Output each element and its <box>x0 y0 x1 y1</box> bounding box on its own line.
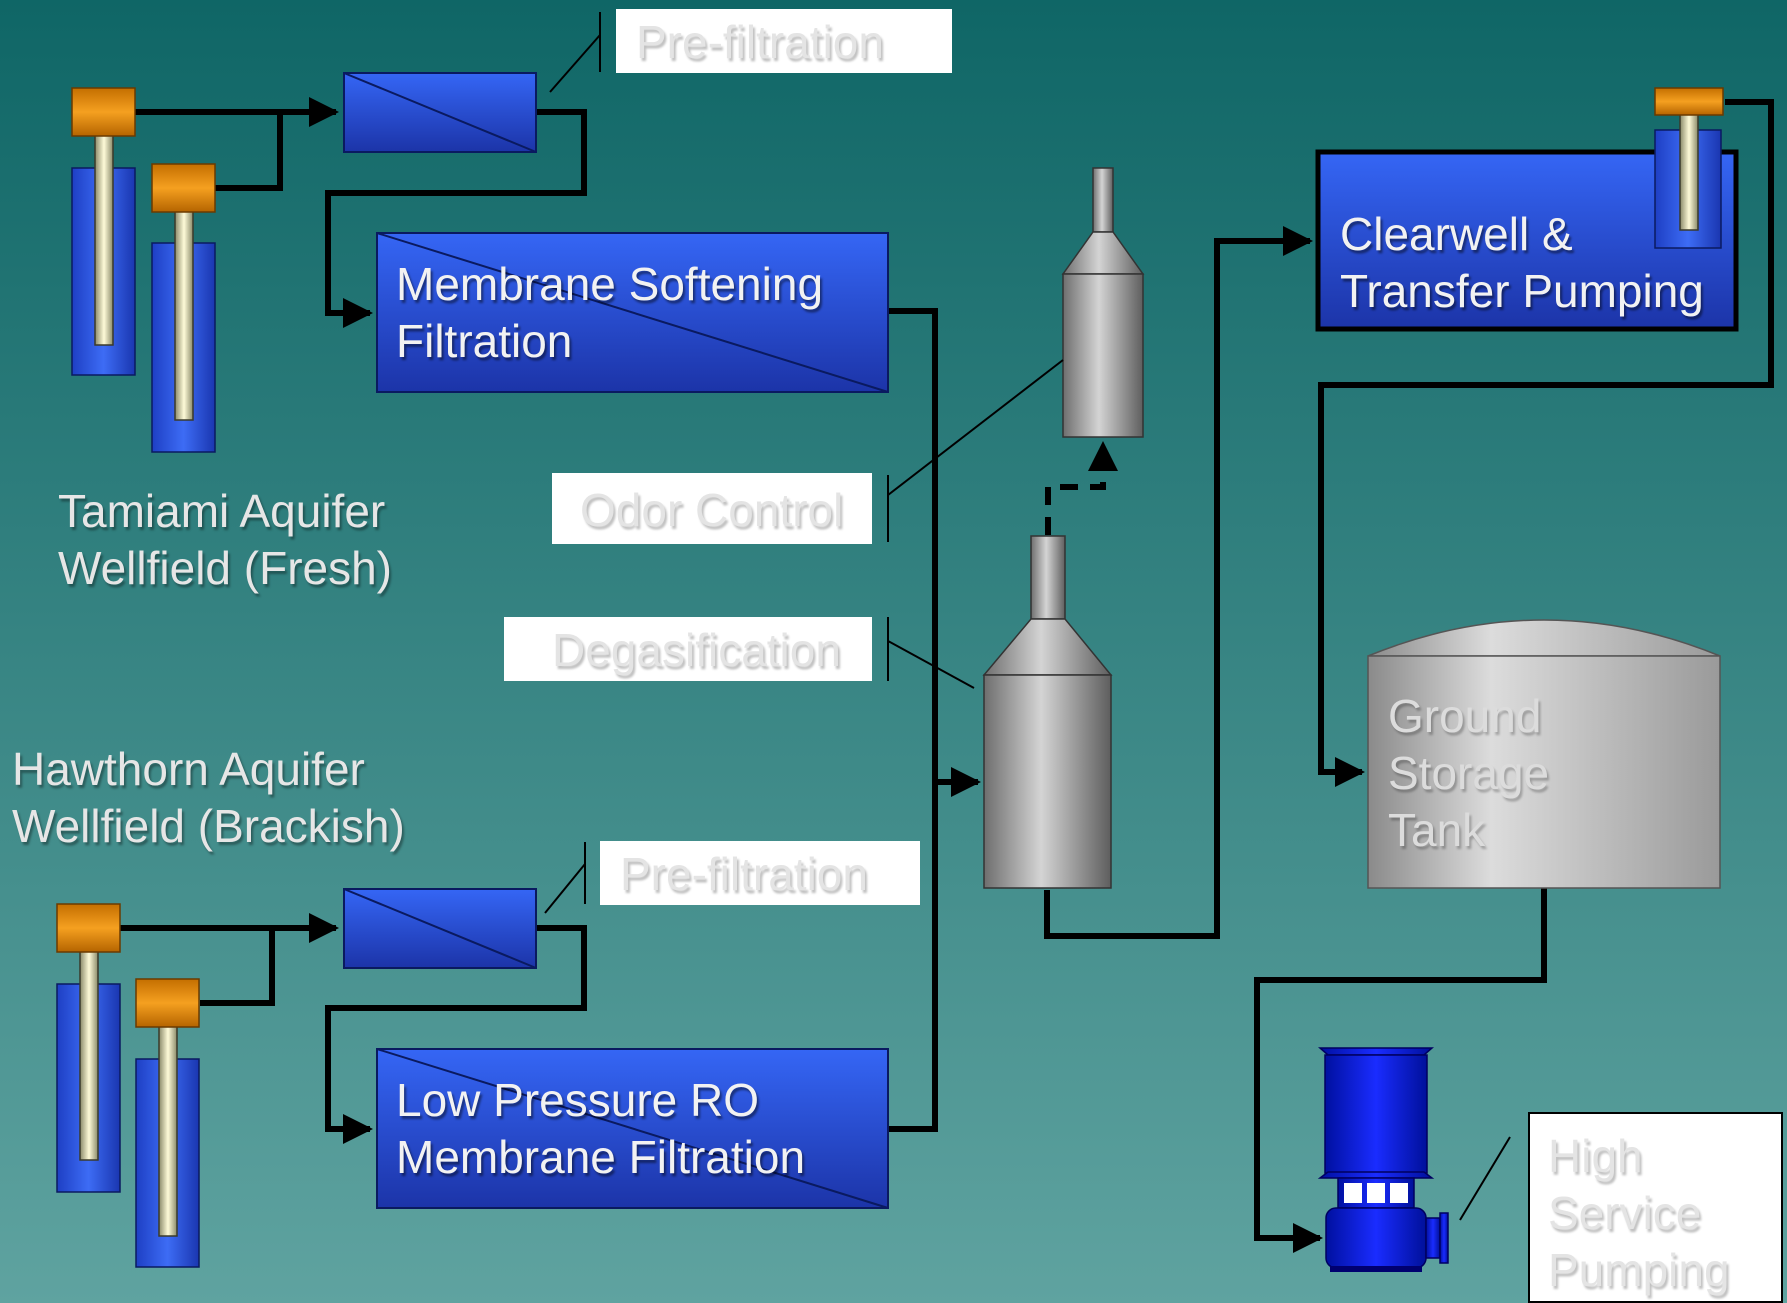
callout-degasification: Degasification <box>504 617 872 681</box>
callout-line: Service <box>1548 1187 1702 1239</box>
well-pump-icon <box>151 163 216 453</box>
pipe-storage-to-highservice <box>1254 888 1547 1253</box>
pipe-transfer-to-storage <box>1318 99 1774 787</box>
clearwell-label: Clearwell & Transfer Pumping <box>1340 206 1704 320</box>
membrane-softening-label: Membrane Softening Filtration <box>396 256 823 370</box>
high-service-pump-icon <box>1317 1047 1449 1272</box>
label-line: Hawthorn Aquifer <box>12 743 365 795</box>
degasifier-tower-icon <box>1061 167 1145 438</box>
well-pump-icon <box>1654 87 1724 249</box>
filter-vessel-icon <box>343 888 537 969</box>
label-line: Tank <box>1388 804 1486 856</box>
label-line: Clearwell & <box>1340 208 1573 260</box>
lpro-block <box>376 1048 889 1209</box>
pipe-tamiami-well2 <box>215 112 283 191</box>
hawthorn-label: Hawthorn Aquifer Wellfield (Brackish) <box>12 741 405 855</box>
pipe-membrane-outlets <box>888 308 938 1132</box>
well-pump-icon <box>71 87 136 376</box>
well-pump-icon <box>135 978 200 1268</box>
label-line: Membrane Filtration <box>396 1131 806 1183</box>
callout-odor-control: Odor Control <box>552 473 872 544</box>
label-line: Storage <box>1388 747 1550 799</box>
label-line: Transfer Pumping <box>1340 265 1704 317</box>
callout-text: Odor Control <box>580 484 844 536</box>
label-line: Wellfield (Fresh) <box>58 542 392 594</box>
pipe-prefilter-to-softening <box>325 109 587 328</box>
pipe-hawthorn-well2 <box>200 928 275 1006</box>
well-pump-icon <box>56 903 121 1193</box>
callout-prefiltration-bottom: Pre-filtration <box>600 841 920 905</box>
label-line: Tamiami Aquifer <box>58 485 386 537</box>
ground-storage-label: Ground Storage Tank <box>1388 688 1549 859</box>
tamiami-label: Tamiami Aquifer Wellfield (Fresh) <box>58 483 392 597</box>
pipe-degasifier-to-clearwell <box>1044 226 1313 939</box>
degasifier-tower-icon <box>982 535 1113 889</box>
pipe-network <box>120 97 1774 1253</box>
pipe-vent-to-odor <box>1045 441 1118 535</box>
label-line: Wellfield (Brackish) <box>12 800 405 852</box>
filter-vessel-icon <box>343 72 537 153</box>
label-line: Ground <box>1388 690 1542 742</box>
callout-line: High <box>1548 1130 1643 1182</box>
callout-text: Pre-filtration <box>620 848 868 900</box>
callout-text: Degasification <box>552 624 841 676</box>
lpro-label: Low Pressure RO Membrane Filtration <box>396 1072 805 1186</box>
membrane-softening-block <box>376 232 889 393</box>
callout-line: Pumping <box>1548 1244 1730 1296</box>
label-line: Low Pressure RO <box>396 1074 760 1126</box>
callout-text: Pre-filtration <box>636 16 884 68</box>
pipe-prefilter-to-lpro <box>325 925 587 1144</box>
ground-storage-tank-icon <box>1367 619 1721 889</box>
label-line: Filtration <box>396 315 573 367</box>
label-line: Membrane Softening <box>396 258 824 310</box>
callout-prefiltration-top: Pre-filtration <box>616 9 952 73</box>
callout-leaders <box>544 12 1511 1221</box>
callout-high-service: High Service Pumping <box>1528 1112 1783 1303</box>
